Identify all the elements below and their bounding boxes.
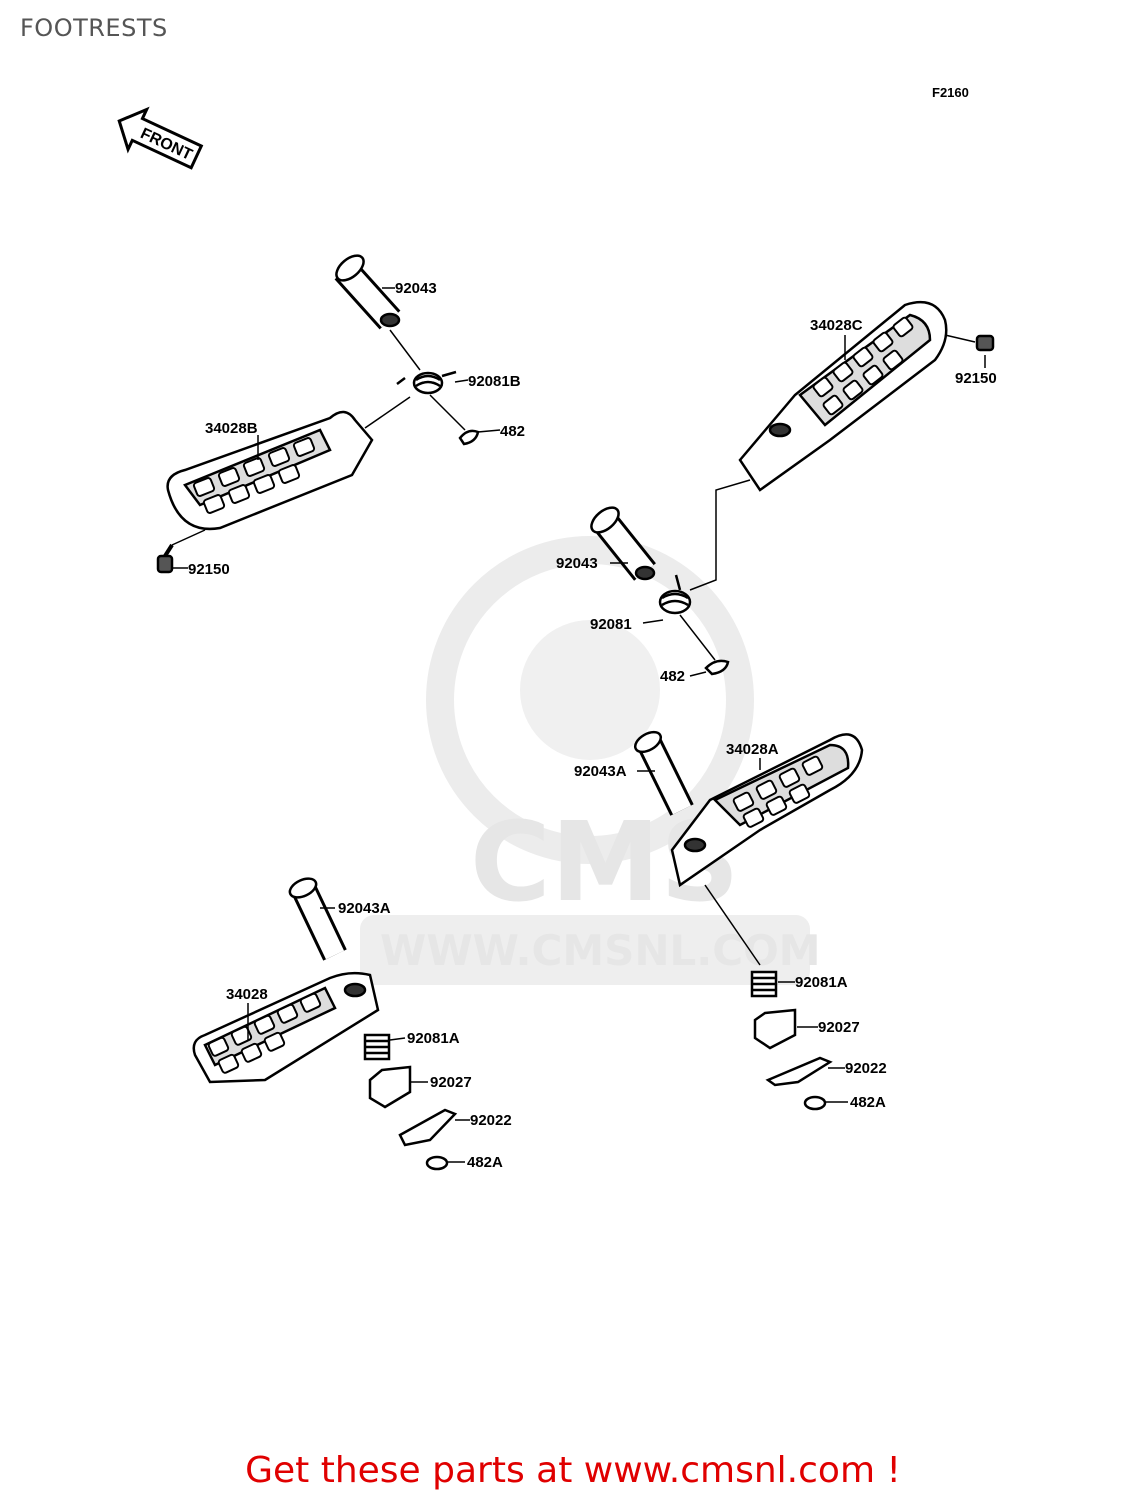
footrest-34028-assembly	[192, 877, 458, 1171]
bushing-92027-a	[368, 1065, 412, 1109]
footrest-34028a-assembly	[633, 730, 864, 1111]
cms-watermark: CMS WWW.CMSNL.COM	[360, 536, 821, 985]
part-label-482a-a: 482A	[467, 1154, 503, 1171]
watermark-url-text: WWW.CMSNL.COM	[380, 926, 821, 975]
part-label-92043a-b: 92043A	[574, 763, 627, 780]
figure-ref-code: F2160	[932, 85, 969, 100]
front-arrow-icon: FRONT	[117, 106, 204, 170]
spring-92081a-b	[750, 970, 778, 998]
part-label-92081a-b: 92081A	[795, 974, 848, 991]
part-label-92150-a: 92150	[188, 561, 230, 578]
footrest-34028c	[738, 300, 948, 492]
pin-92043-b	[590, 506, 656, 581]
footrest-34028c-assembly	[590, 300, 995, 676]
footrest-34028b-assembly	[156, 254, 480, 574]
part-label-92022-b: 92022	[845, 1060, 887, 1077]
part-label-92043-a: 92043	[395, 280, 437, 297]
part-label-92150-b: 92150	[955, 370, 997, 387]
spring-92081a-a	[363, 1033, 391, 1061]
part-label-92027-b: 92027	[818, 1019, 860, 1036]
plate-92022-b	[765, 1056, 833, 1087]
part-label-92022-a: 92022	[470, 1112, 512, 1129]
part-label-92043a-a: 92043A	[338, 900, 391, 917]
pin-92043a-b	[633, 730, 694, 816]
clip-482a-b	[803, 1095, 827, 1111]
part-label-92027-a: 92027	[430, 1074, 472, 1091]
part-label-34028c: 34028C	[810, 317, 863, 334]
footrest-34028	[192, 971, 380, 1084]
leader-lines	[172, 287, 986, 1163]
bolt-92150-a	[156, 543, 174, 574]
part-label-92043-b: 92043	[556, 555, 598, 572]
pin-92043a-a	[288, 877, 347, 961]
part-label-482-b: 482	[660, 668, 685, 685]
bolt-92150-b	[975, 334, 995, 352]
bushing-92027-b	[753, 1008, 797, 1050]
plate-92022-a	[398, 1108, 458, 1147]
part-label-92081: 92081	[590, 616, 632, 633]
part-label-34028b: 34028B	[205, 420, 258, 437]
spring-92081	[658, 574, 692, 615]
pin-92043-a	[334, 254, 401, 330]
part-label-34028: 34028	[226, 986, 268, 1003]
footrest-34028a	[670, 733, 864, 888]
clip-482a-a	[425, 1155, 449, 1171]
part-label-92081a-a: 92081A	[407, 1030, 460, 1047]
page-title: FOOTRESTS	[20, 14, 168, 42]
clip-482-a	[458, 429, 480, 446]
footrest-34028b	[166, 410, 374, 531]
part-label-34028a: 34028A	[726, 741, 779, 758]
part-label-482a-b: 482A	[850, 1094, 886, 1111]
spring-92081b	[396, 370, 457, 395]
part-label-482-a: 482	[500, 423, 525, 440]
part-label-92081b: 92081B	[468, 373, 521, 390]
footer-cta-link[interactable]: Get these parts at www.cmsnl.com !	[245, 1450, 901, 1491]
clip-482-b	[704, 659, 730, 676]
